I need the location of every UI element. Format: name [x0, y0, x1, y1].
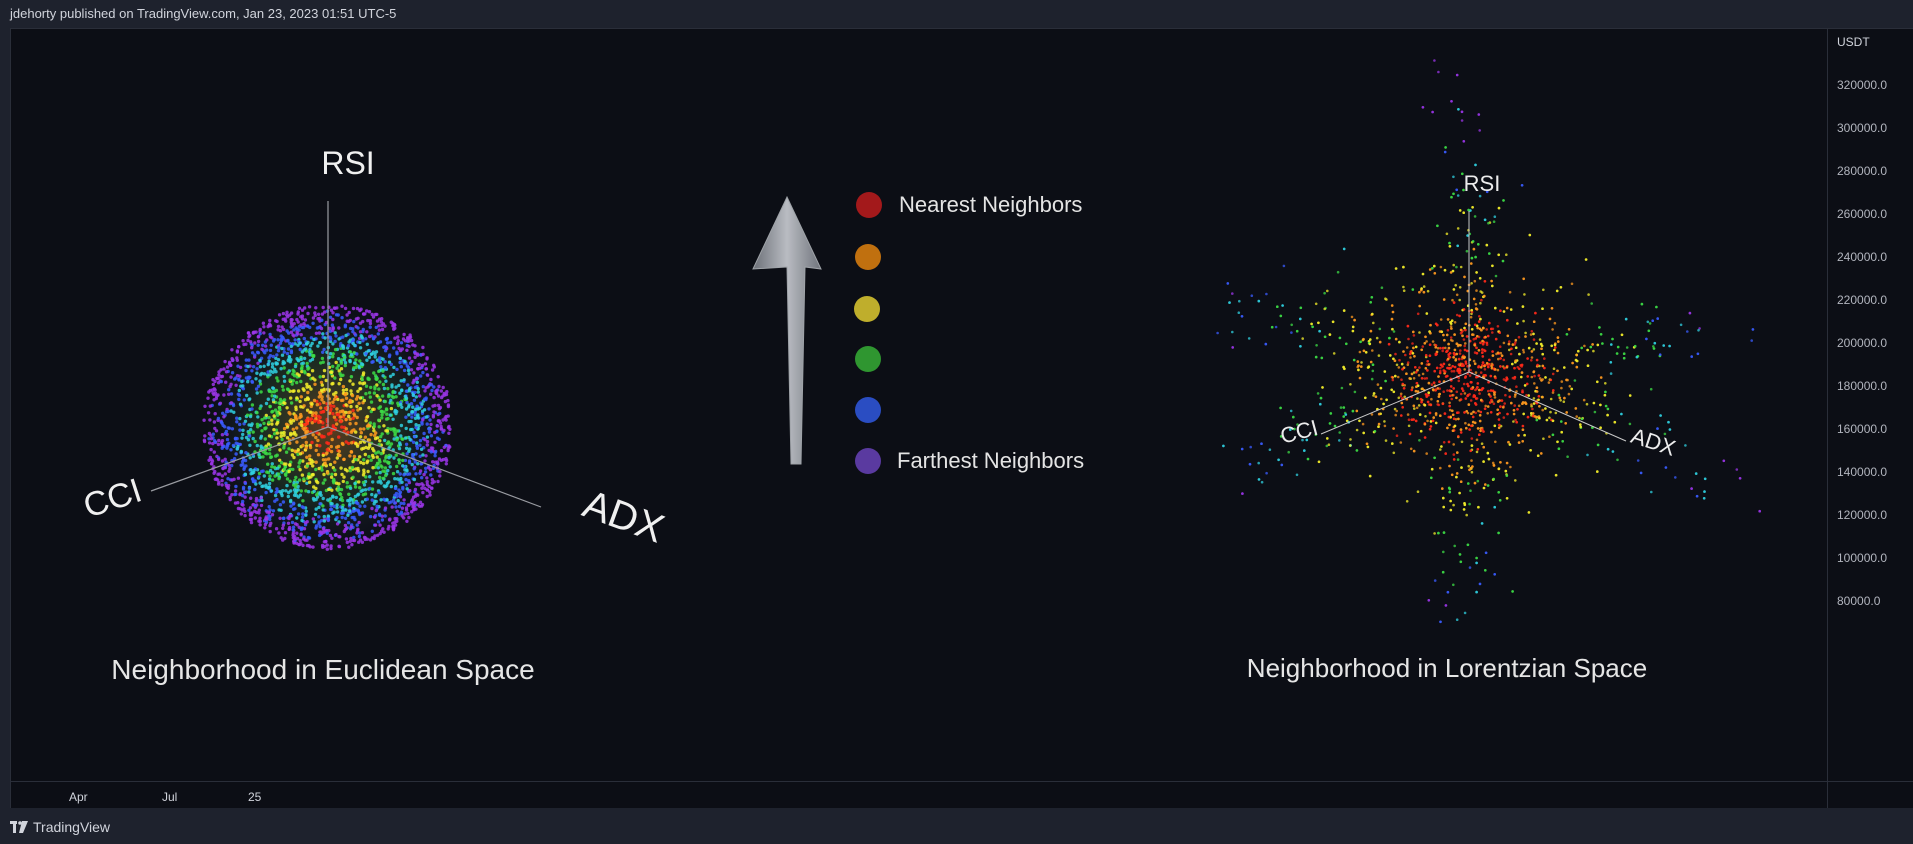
price-tick: 140000.0 — [1837, 465, 1888, 479]
tradingview-logo[interactable]: TradingView — [10, 819, 110, 835]
price-tick: 280000.0 — [1837, 164, 1888, 178]
adx-axis-line — [327, 426, 542, 508]
chart-frame[interactable]: RSI CCI ADX Neighborhood in Euclidean Sp… — [10, 28, 1913, 808]
rsi-label-right: RSI — [1464, 171, 1501, 196]
legend-dot-6 — [855, 448, 881, 474]
legend-dot-4 — [855, 346, 881, 372]
neighbor-legend: Nearest Neighbors Farthest Neighbors — [752, 192, 1084, 474]
price-tick: 320000.0 — [1837, 78, 1888, 92]
price-tick: 260000.0 — [1837, 207, 1888, 221]
time-label: 25 — [248, 790, 262, 804]
farthest-label: Farthest Neighbors — [897, 448, 1084, 473]
time-label: Jul — [162, 790, 178, 804]
footer: TradingView — [0, 808, 1913, 844]
nearest-label: Nearest Neighbors — [899, 192, 1082, 217]
legend-dot-3 — [854, 296, 880, 322]
price-tick: 220000.0 — [1837, 293, 1888, 307]
lorentzian-points — [1216, 59, 1761, 624]
cci-label-right: CCI — [1278, 415, 1321, 449]
lorentzian-plot: RSI CCI ADX Neighborhood in Lorentzian S… — [1216, 59, 1761, 683]
brand-name: TradingView — [33, 819, 111, 835]
price-axis[interactable]: USDT 320000.0 300000.0 280000.0 260000.0… — [1827, 29, 1913, 781]
adx-label-right: ADX — [1628, 423, 1679, 461]
price-tick: 160000.0 — [1837, 422, 1888, 436]
price-tick: 120000.0 — [1837, 508, 1888, 522]
plot-area[interactable]: RSI CCI ADX Neighborhood in Euclidean Sp… — [11, 29, 1827, 781]
euclidean-plot: RSI CCI ADX Neighborhood in Euclidean Sp… — [79, 145, 670, 685]
price-tick: 180000.0 — [1837, 379, 1888, 393]
legend-dot-5 — [855, 397, 881, 423]
price-tick: 80000.0 — [1837, 594, 1881, 608]
legend-dot-2 — [855, 244, 881, 270]
euclidean-title: Neighborhood in Euclidean Space — [111, 654, 534, 685]
time-label: Apr — [69, 790, 88, 804]
tradingview-logo-icon — [10, 821, 28, 833]
figure-canvas: RSI CCI ADX Neighborhood in Euclidean Sp… — [79, 59, 1761, 685]
currency-label: USDT — [1837, 35, 1870, 49]
euclidean-points — [202, 304, 452, 551]
adx-label: ADX — [577, 482, 669, 551]
adx-axis-line-right — [1468, 371, 1627, 442]
cci-axis-line-right — [1320, 371, 1470, 435]
cci-axis-line — [150, 426, 329, 492]
rsi-label: RSI — [321, 145, 374, 181]
publisher-text: jdehorty published on TradingView.com, J… — [10, 6, 397, 21]
axis-corner — [1827, 782, 1913, 808]
price-tick: 240000.0 — [1837, 250, 1888, 264]
legend-dot-1 — [856, 192, 882, 218]
time-axis[interactable]: Apr Jul 25 — [11, 781, 1913, 808]
price-tick: 100000.0 — [1837, 551, 1888, 565]
price-tick: 300000.0 — [1837, 121, 1888, 135]
cci-label: CCI — [79, 471, 146, 525]
arrow-up-icon — [752, 195, 822, 465]
lorentzian-title: Neighborhood in Lorentzian Space — [1247, 653, 1647, 683]
publisher-bar: jdehorty published on TradingView.com, J… — [0, 0, 1913, 28]
price-tick: 200000.0 — [1837, 336, 1888, 350]
